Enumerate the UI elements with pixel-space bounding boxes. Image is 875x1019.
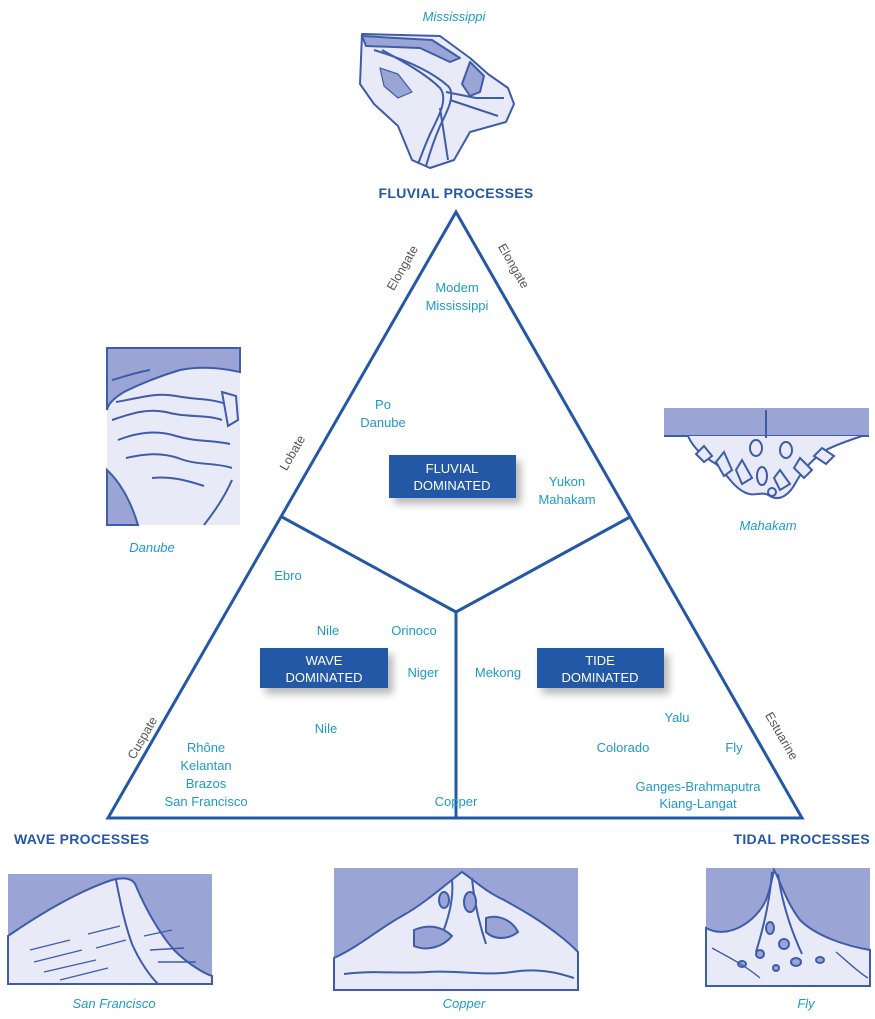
delta-rhone: Rhône (187, 740, 225, 755)
mahakam-caption: Mahakam (739, 518, 796, 533)
fly-map (705, 867, 871, 987)
delta-yalu: Yalu (664, 710, 689, 725)
wave-dominated-box: WAVE DOMINATED (260, 648, 388, 688)
delta-nile-lower: Nile (315, 721, 337, 736)
fluvial-dominated-line2: DOMINATED (413, 478, 490, 493)
delta-mekong: Mekong (475, 665, 521, 680)
delta-modern: Modem (435, 280, 478, 295)
edge-label-elongate-right: Elongate (495, 241, 532, 291)
delta-nile-upper: Nile (317, 623, 339, 638)
delta-san-francisco: San Francisco (164, 794, 247, 809)
delta-ganges-brahmaputra: Ganges-Brahmaputra (635, 779, 761, 794)
fly-caption: Fly (797, 996, 816, 1011)
tidal-processes-label: TIDAL PROCESSES (734, 831, 871, 847)
delta-yukon: Yukon (549, 474, 585, 489)
tide-dominated-line1: TIDE (585, 653, 615, 668)
delta-mahakam: Mahakam (538, 492, 595, 507)
copper-map (333, 868, 579, 991)
delta-mississippi: Mississippi (426, 298, 489, 313)
wave-dominated-line1: WAVE (306, 653, 343, 668)
san-francisco-map (7, 874, 213, 985)
copper-caption: Copper (443, 996, 486, 1011)
fluvial-dominated-box: FLUVIAL DOMINATED (389, 455, 516, 498)
delta-brazos: Brazos (186, 776, 227, 791)
delta-kelantan: Kelantan (180, 758, 231, 773)
edge-label-estuarine: Estuarine (762, 710, 801, 763)
delta-niger: Niger (407, 665, 439, 680)
mahakam-map (664, 408, 869, 500)
danube-map (106, 347, 241, 526)
san-francisco-caption: San Francisco (72, 996, 155, 1011)
delta-colorado: Colorado (597, 740, 650, 755)
fluvial-dominated-line1: FLUVIAL (426, 461, 479, 476)
wave-dominated-line2: DOMINATED (285, 670, 362, 685)
danube-caption: Danube (129, 540, 175, 555)
mississippi-map (359, 33, 515, 169)
delta-kiang-langat: Kiang-Langat (659, 796, 737, 811)
edge-label-lobate: Lobate (277, 433, 308, 473)
delta-ebro: Ebro (274, 568, 301, 583)
fluvial-processes-label: FLUVIAL PROCESSES (379, 185, 534, 201)
wave-processes-label: WAVE PROCESSES (14, 831, 149, 847)
tide-dominated-box: TIDE DOMINATED (537, 648, 664, 688)
delta-danube: Danube (360, 415, 406, 430)
delta-orinoco: Orinoco (391, 623, 437, 638)
ternary-triangle (105, 208, 805, 820)
delta-po: Po (375, 397, 391, 412)
delta-copper: Copper (435, 794, 478, 809)
delta-fly: Fly (725, 740, 743, 755)
mississippi-caption: Mississippi (423, 9, 487, 24)
tide-dominated-line2: DOMINATED (561, 670, 638, 685)
